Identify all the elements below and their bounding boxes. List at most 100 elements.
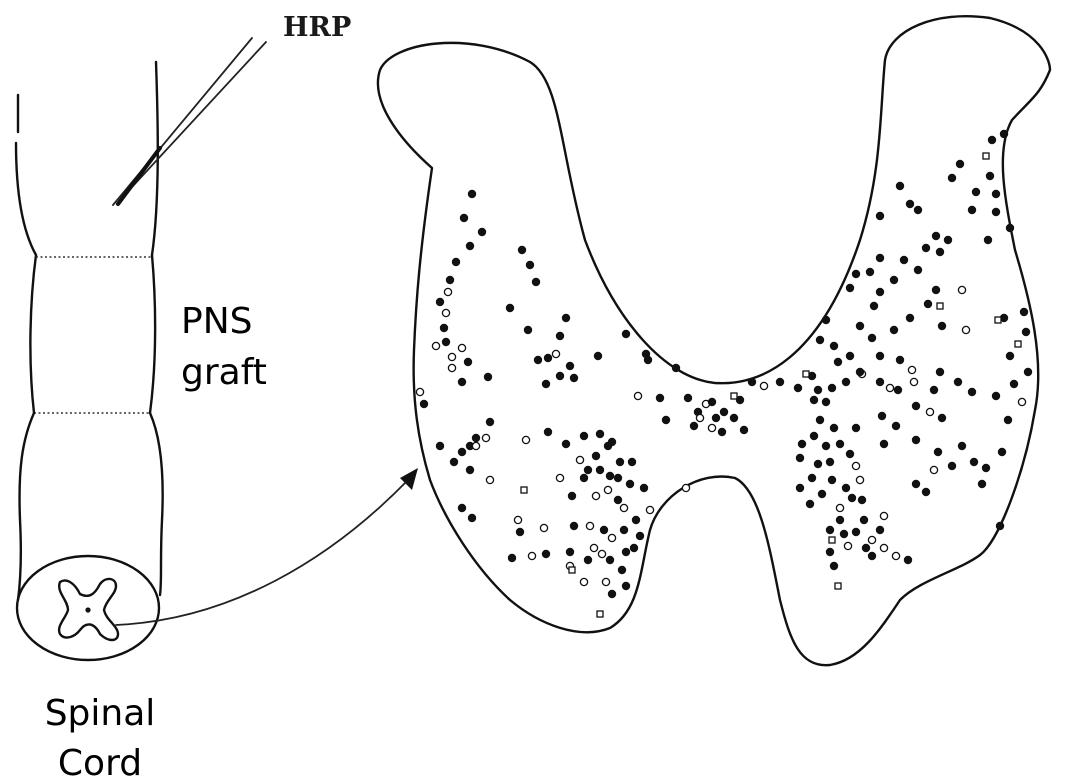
- filled-circle-marker: [436, 298, 444, 306]
- open-square-marker: [521, 487, 527, 493]
- open-circle-marker: [580, 578, 587, 585]
- open-circle-marker: [962, 326, 969, 333]
- filled-circle-marker: [876, 526, 884, 534]
- filled-circle-marker: [720, 408, 728, 416]
- open-circle-marker: [836, 504, 843, 511]
- filled-circle-marker: [822, 316, 830, 324]
- filled-circle-marker: [450, 458, 458, 466]
- open-circle-marker: [590, 544, 597, 551]
- filled-circle-marker: [562, 440, 570, 448]
- filled-circle-marker: [442, 338, 450, 346]
- filled-circle-marker: [816, 416, 824, 424]
- open-circle-marker: [608, 534, 615, 541]
- filled-circle-marker: [896, 356, 904, 364]
- filled-circle-marker: [814, 460, 822, 468]
- enlarged-gray-matter-section: [378, 16, 1050, 665]
- filled-circle-marker: [846, 284, 854, 292]
- filled-circle-marker: [878, 412, 886, 420]
- open-circle-marker: [458, 344, 465, 351]
- filled-circle-marker: [1022, 328, 1030, 336]
- filled-circle-marker: [810, 396, 818, 404]
- filled-circle-marker: [566, 548, 574, 556]
- filled-circle-marker: [876, 288, 884, 296]
- hrp-label: HRP: [283, 12, 351, 43]
- filled-circle-marker: [518, 246, 526, 254]
- filled-circle-marker: [836, 440, 844, 448]
- filled-circle-marker: [420, 400, 428, 408]
- open-circle-marker: [416, 388, 423, 395]
- filled-circle-marker: [880, 440, 888, 448]
- open-circle-marker: [696, 414, 703, 421]
- filled-circle-marker: [828, 476, 836, 484]
- filled-circle-marker: [866, 268, 874, 276]
- filled-circle-marker: [718, 428, 726, 436]
- filled-circle-marker: [852, 270, 860, 278]
- filled-circle-marker: [970, 458, 978, 466]
- filled-circle-marker: [568, 492, 576, 500]
- hrp-needle: [113, 38, 266, 205]
- filled-circle-marker: [440, 324, 448, 332]
- filled-circle-marker: [596, 466, 604, 474]
- filled-circle-marker: [446, 276, 454, 284]
- filled-circle-marker: [826, 548, 834, 556]
- filled-circle-marker: [690, 422, 698, 430]
- filled-circle-marker: [458, 504, 466, 512]
- filled-circle-marker: [822, 398, 830, 406]
- filled-circle-marker: [956, 160, 964, 168]
- spinal-cord-column: [16, 62, 163, 660]
- filled-circle-marker: [592, 452, 600, 460]
- filled-circle-marker: [1004, 416, 1012, 424]
- graft-label-line1: PNS: [181, 301, 253, 342]
- filled-circle-marker: [532, 278, 540, 286]
- filled-circle-marker: [620, 526, 628, 534]
- open-circle-marker: [708, 424, 715, 431]
- spinal-cord-label-line1: Spinal: [45, 693, 156, 734]
- filled-circle-marker: [836, 516, 844, 524]
- filled-circle-marker: [708, 398, 716, 406]
- open-circle-marker: [528, 552, 535, 559]
- filled-circle-marker: [932, 232, 940, 240]
- open-square-marker: [983, 153, 989, 159]
- filled-circle-marker: [466, 242, 474, 250]
- filled-circle-marker: [814, 386, 822, 394]
- filled-circle-marker: [556, 332, 564, 340]
- filled-circle-marker: [466, 466, 474, 474]
- filled-circle-marker: [580, 474, 588, 482]
- filled-circle-marker: [1024, 368, 1032, 376]
- filled-circle-marker: [972, 188, 980, 196]
- filled-circle-marker: [998, 448, 1006, 456]
- filled-circle-marker: [662, 416, 670, 424]
- filled-circle-marker: [1010, 380, 1018, 388]
- filled-circle-marker: [986, 172, 994, 180]
- filled-circle-marker: [914, 266, 922, 274]
- filled-circle-marker: [614, 496, 622, 504]
- open-circle-marker: [604, 486, 611, 493]
- filled-circle-marker: [826, 526, 834, 534]
- filled-circle-marker: [630, 544, 638, 552]
- filled-circle-marker: [542, 550, 550, 558]
- filled-circle-marker: [626, 480, 634, 488]
- graft-label-line2: graft: [181, 352, 267, 393]
- filled-circle-marker: [636, 532, 644, 540]
- open-circle-marker: [760, 382, 767, 389]
- open-circle-marker: [592, 492, 599, 499]
- filled-circle-marker: [938, 322, 946, 330]
- filled-circle-marker: [600, 526, 608, 534]
- filled-circle-marker: [796, 484, 804, 492]
- filled-circle-marker: [506, 304, 514, 312]
- filled-circle-marker: [616, 458, 624, 466]
- filled-circle-marker: [954, 378, 962, 386]
- filled-circle-marker: [808, 474, 816, 482]
- filled-circle-marker: [544, 428, 552, 436]
- filled-circle-marker: [822, 442, 830, 450]
- filled-circle-marker: [544, 354, 552, 362]
- filled-circle-marker: [868, 552, 876, 560]
- filled-circle-marker: [984, 236, 992, 244]
- filled-circle-marker: [628, 458, 636, 466]
- filled-circle-marker: [932, 286, 940, 294]
- open-square-marker: [835, 583, 841, 589]
- filled-circle-marker: [996, 522, 1004, 530]
- open-circle-marker: [448, 353, 455, 360]
- open-circle-marker: [522, 436, 529, 443]
